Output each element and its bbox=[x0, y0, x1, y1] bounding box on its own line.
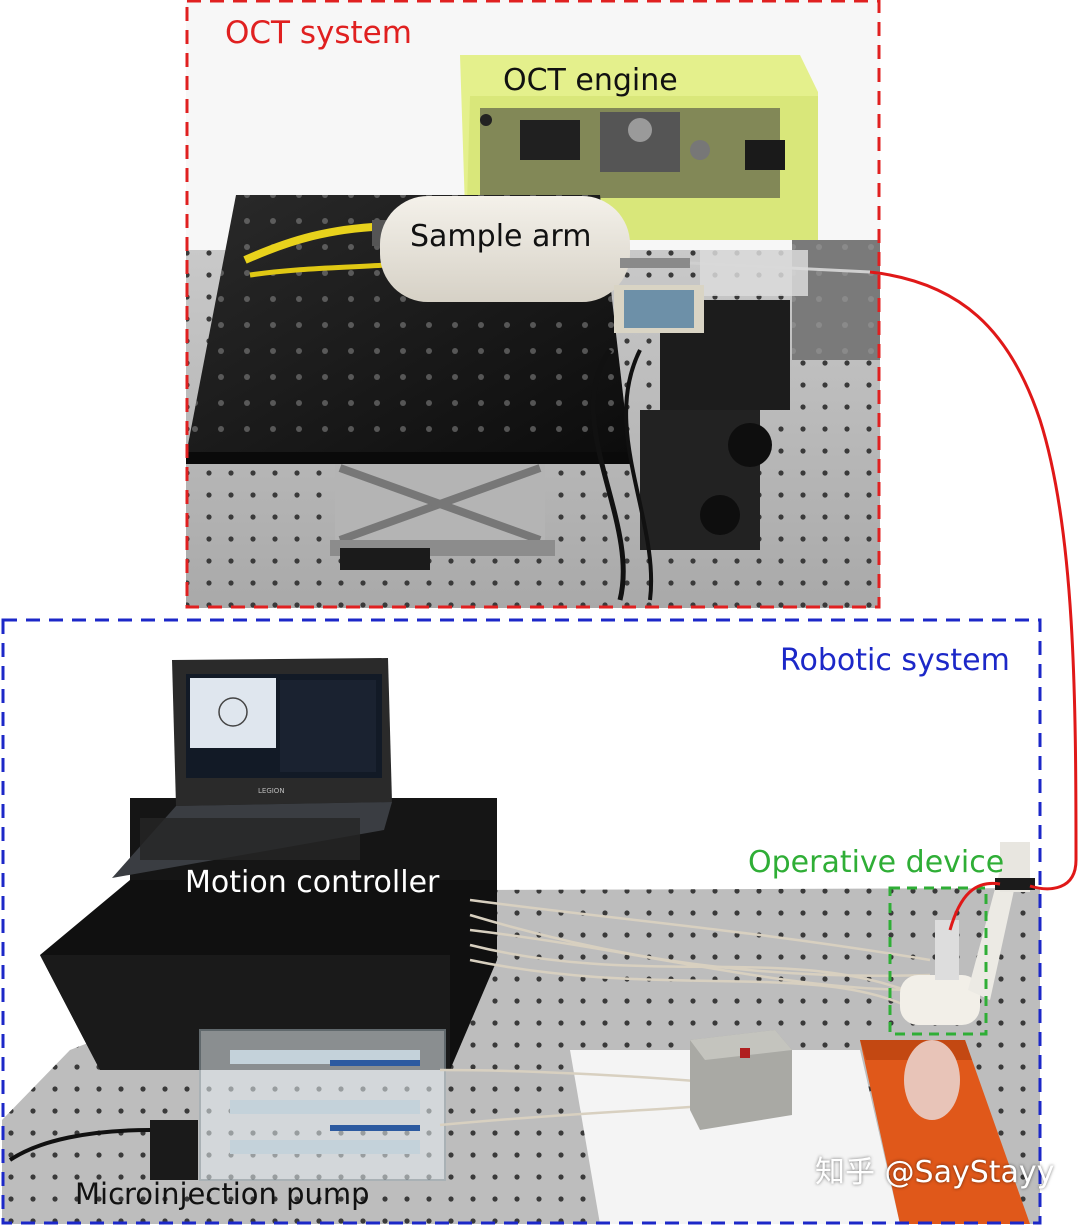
operative-device bbox=[860, 842, 1035, 1224]
sample-arm-label: Sample arm bbox=[410, 219, 592, 254]
watermark: 知乎 @SayStayy bbox=[815, 1155, 1055, 1190]
operative-device-label: Operative device bbox=[748, 845, 1005, 880]
fiber-line bbox=[869, 270, 1078, 891]
oct-photo-region bbox=[186, 0, 880, 608]
oct-system-label: OCT system bbox=[225, 15, 412, 51]
operative-device-frame bbox=[888, 886, 988, 1036]
oct-engine-label: OCT engine bbox=[503, 63, 678, 98]
xyz-stage bbox=[590, 250, 808, 601]
tubing bbox=[439, 898, 931, 1127]
oct-engine-box bbox=[460, 55, 818, 240]
microinjection-pump bbox=[8, 1029, 446, 1181]
robotic-system-frame bbox=[1, 618, 1042, 1225]
fiber-line-tail bbox=[948, 881, 1001, 931]
robotic-photo-region bbox=[2, 620, 1040, 1224]
oct-system-frame bbox=[185, 0, 881, 609]
motion-controller-label: Motion controller bbox=[185, 865, 440, 900]
sample-arm bbox=[243, 196, 871, 302]
laptop bbox=[112, 658, 392, 878]
robotic-system-label: Robotic system bbox=[780, 643, 1010, 678]
grey-controller-box bbox=[690, 1030, 792, 1130]
laptop-brand: LEGION bbox=[258, 787, 285, 795]
microinjection-pump-label: Microinjection pump bbox=[75, 1177, 370, 1211]
